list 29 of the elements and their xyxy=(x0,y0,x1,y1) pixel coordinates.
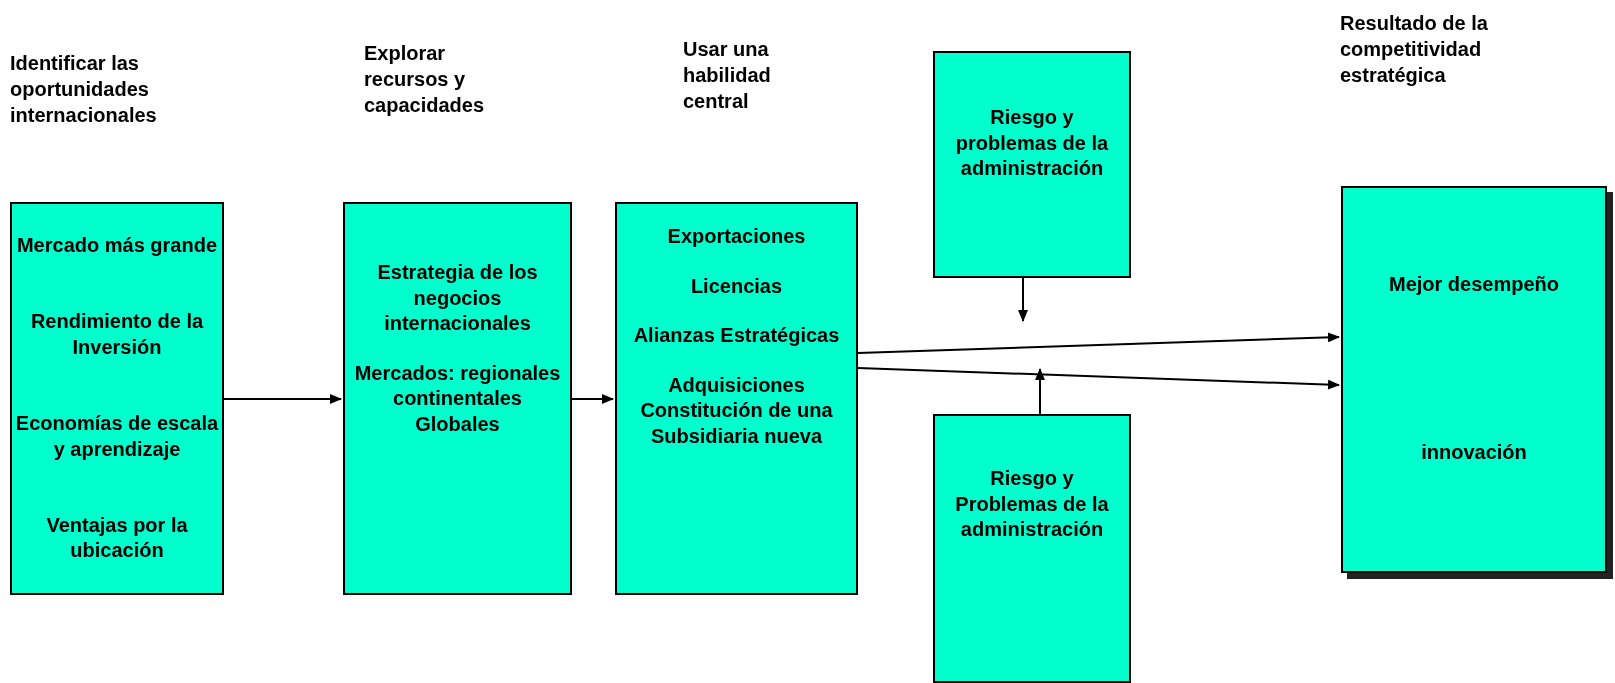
arrow xyxy=(1018,277,1028,322)
box-text: Riesgo y Problemas de la administración xyxy=(954,466,1110,543)
box-text: Alianzas Estratégicas xyxy=(633,323,840,349)
box-text: innovación xyxy=(1421,439,1527,465)
box-text: Mercados: regionales continentales Globales xyxy=(353,360,562,437)
box-text: Licencias xyxy=(690,273,783,299)
arrow xyxy=(1035,368,1045,415)
column-heading: Explorar recursos y capacidades xyxy=(364,41,486,118)
process-box xyxy=(615,202,858,595)
arrow xyxy=(857,332,1340,354)
column-heading: Identificar las oportunidades internacionales xyxy=(10,51,158,128)
box-text: Mejor desempeño xyxy=(1388,272,1559,297)
box-text: Estrategia de los negocios internacionales xyxy=(376,260,539,337)
box-text: Rendimiento de la Inversión xyxy=(29,309,205,360)
box-text: Exportaciones xyxy=(667,224,806,249)
column-heading: Usar una habilidad central xyxy=(683,37,772,114)
box-text: Adquisiciones Constitución de una Subsidiaria nueva xyxy=(639,372,834,449)
box-text: Economías de escala y aprendizaje xyxy=(14,410,220,462)
arrow xyxy=(857,367,1340,390)
process-box xyxy=(933,51,1131,278)
process-box xyxy=(933,414,1131,683)
process-box xyxy=(10,202,224,595)
box-text: Ventajas por la ubicación xyxy=(45,512,189,564)
column-heading: Resultado de la competitividad estratégica xyxy=(1340,11,1489,88)
arrow xyxy=(571,394,614,404)
box-text: Riesgo y problemas de la administración xyxy=(954,105,1110,182)
box-text: Mercado más grande xyxy=(16,233,218,259)
process-box xyxy=(343,202,572,595)
arrow xyxy=(223,394,342,404)
